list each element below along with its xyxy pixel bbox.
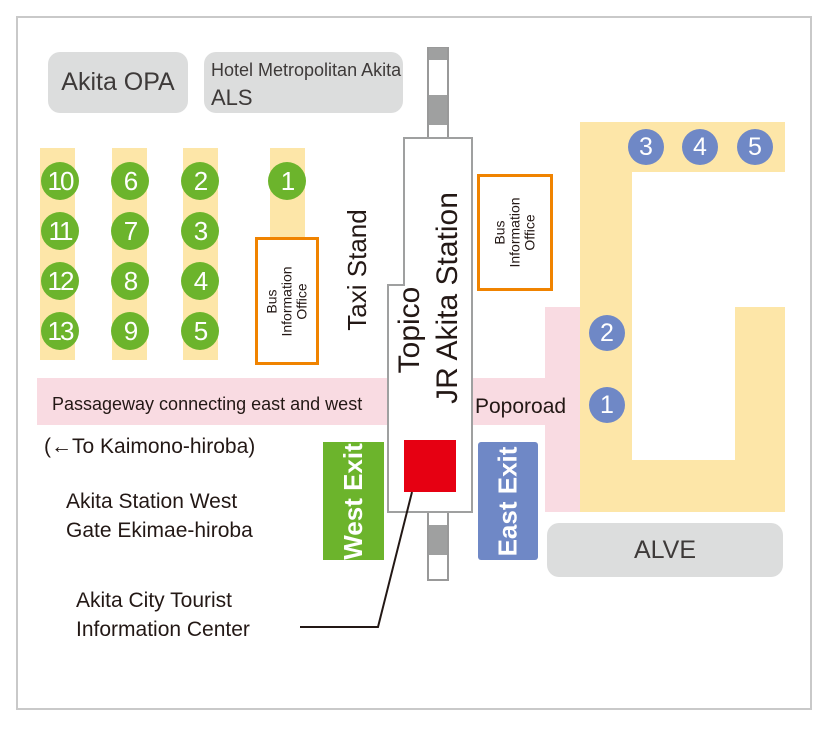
- taxi-stand-label: Taxi Stand: [342, 209, 372, 331]
- west-bus-stop-10[interactable]: 10: [41, 162, 79, 200]
- akita-opa-building: Akita OPA: [48, 52, 188, 113]
- east-exit[interactable]: East Exit: [478, 442, 538, 560]
- west-bus-stop-4[interactable]: 4: [181, 262, 219, 300]
- hotel-als: ALS: [211, 85, 253, 110]
- east-bus-stop-2[interactable]: 2: [589, 315, 625, 351]
- station-name: JR Akita Station: [431, 192, 464, 404]
- poporoad-label: Poporoad: [475, 395, 567, 418]
- rail-track-bottom: [427, 509, 449, 581]
- hotel-building: Hotel Metropolitan Akita ALS: [204, 52, 403, 113]
- passageway-area: [37, 378, 387, 425]
- east-bus-stop-4[interactable]: 4: [682, 129, 718, 165]
- east-bus-stop-3[interactable]: 3: [628, 129, 664, 165]
- tourist-center-leader-line: [300, 491, 413, 628]
- alve-building: ALVE: [547, 523, 783, 577]
- station-building: [387, 137, 473, 513]
- west-bus-stop-9[interactable]: 9: [111, 312, 149, 350]
- poporoad-area-vertical: [545, 307, 582, 512]
- west-bus-stop-11[interactable]: 11: [41, 212, 79, 250]
- west-bus-stop-3[interactable]: 3: [181, 212, 219, 250]
- west-bus-stop-12[interactable]: 12: [41, 262, 79, 300]
- west-bus-stop-7[interactable]: 7: [111, 212, 149, 250]
- kaimono-hiroba-label: (←To Kaimono-hiroba): [44, 435, 256, 458]
- topico-label: Topico: [393, 286, 426, 374]
- alve-label: ALVE: [633, 535, 697, 564]
- akita-opa-label: Akita OPA: [61, 68, 175, 96]
- west-bus-stop-2[interactable]: 2: [181, 162, 219, 200]
- rail-track-top: [427, 47, 449, 139]
- west-bus-stop-1[interactable]: 1: [268, 162, 306, 200]
- passageway-label: Passageway connecting east and west: [52, 394, 363, 414]
- map-frame: [16, 16, 812, 710]
- west-bus-stop-5[interactable]: 5: [181, 312, 219, 350]
- east-bus-stop-5[interactable]: 5: [737, 129, 773, 165]
- tourist-center-marker: [404, 440, 456, 492]
- hotel-name: Hotel Metropolitan Akita: [211, 60, 402, 80]
- west-bus-stop-8[interactable]: 8: [111, 262, 149, 300]
- west-exit[interactable]: West Exit: [323, 442, 384, 560]
- east-bus-area-right: [735, 307, 785, 512]
- west-bus-stop-13[interactable]: 13: [41, 312, 79, 350]
- west-bus-stop-6[interactable]: 6: [111, 162, 149, 200]
- east-bus-stop-1[interactable]: 1: [589, 387, 625, 423]
